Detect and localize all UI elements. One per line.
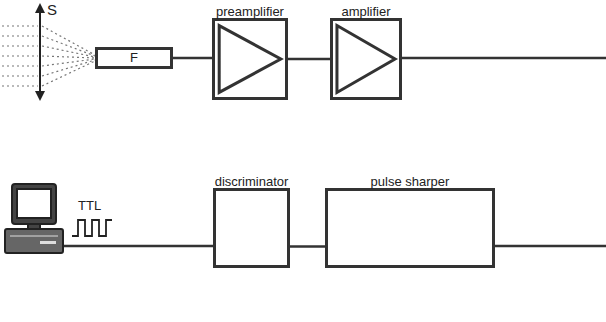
light-rays	[2, 26, 95, 86]
amplifier-symbol	[333, 21, 399, 97]
part-label: S	[47, 2, 57, 17]
signal-wire	[288, 58, 330, 61]
process-box: pulse sharper	[325, 188, 495, 268]
box-heading: amplifier	[341, 4, 390, 19]
signal-wire	[173, 57, 212, 60]
lens-symbol	[35, 3, 45, 101]
amplifier-triangle	[219, 26, 281, 93]
signal-wire	[290, 245, 325, 248]
signal-wire	[62, 58, 606, 246]
ttl-waveform	[72, 220, 112, 236]
amplifier-box: preamplifier	[212, 18, 288, 100]
amplifier-symbol	[215, 21, 285, 97]
computer-icon	[5, 184, 63, 253]
process-box: discriminator	[213, 188, 290, 268]
signal-name: TTL	[78, 198, 101, 213]
box-heading: pulse sharper	[371, 174, 450, 189]
box-label: F	[130, 50, 138, 66]
box-heading: preamplifier	[216, 4, 284, 19]
filter-box: F	[95, 47, 173, 69]
amplifier-box: amplifier	[330, 18, 402, 100]
amplifier-triangle	[337, 26, 395, 93]
box-heading: discriminator	[215, 174, 289, 189]
